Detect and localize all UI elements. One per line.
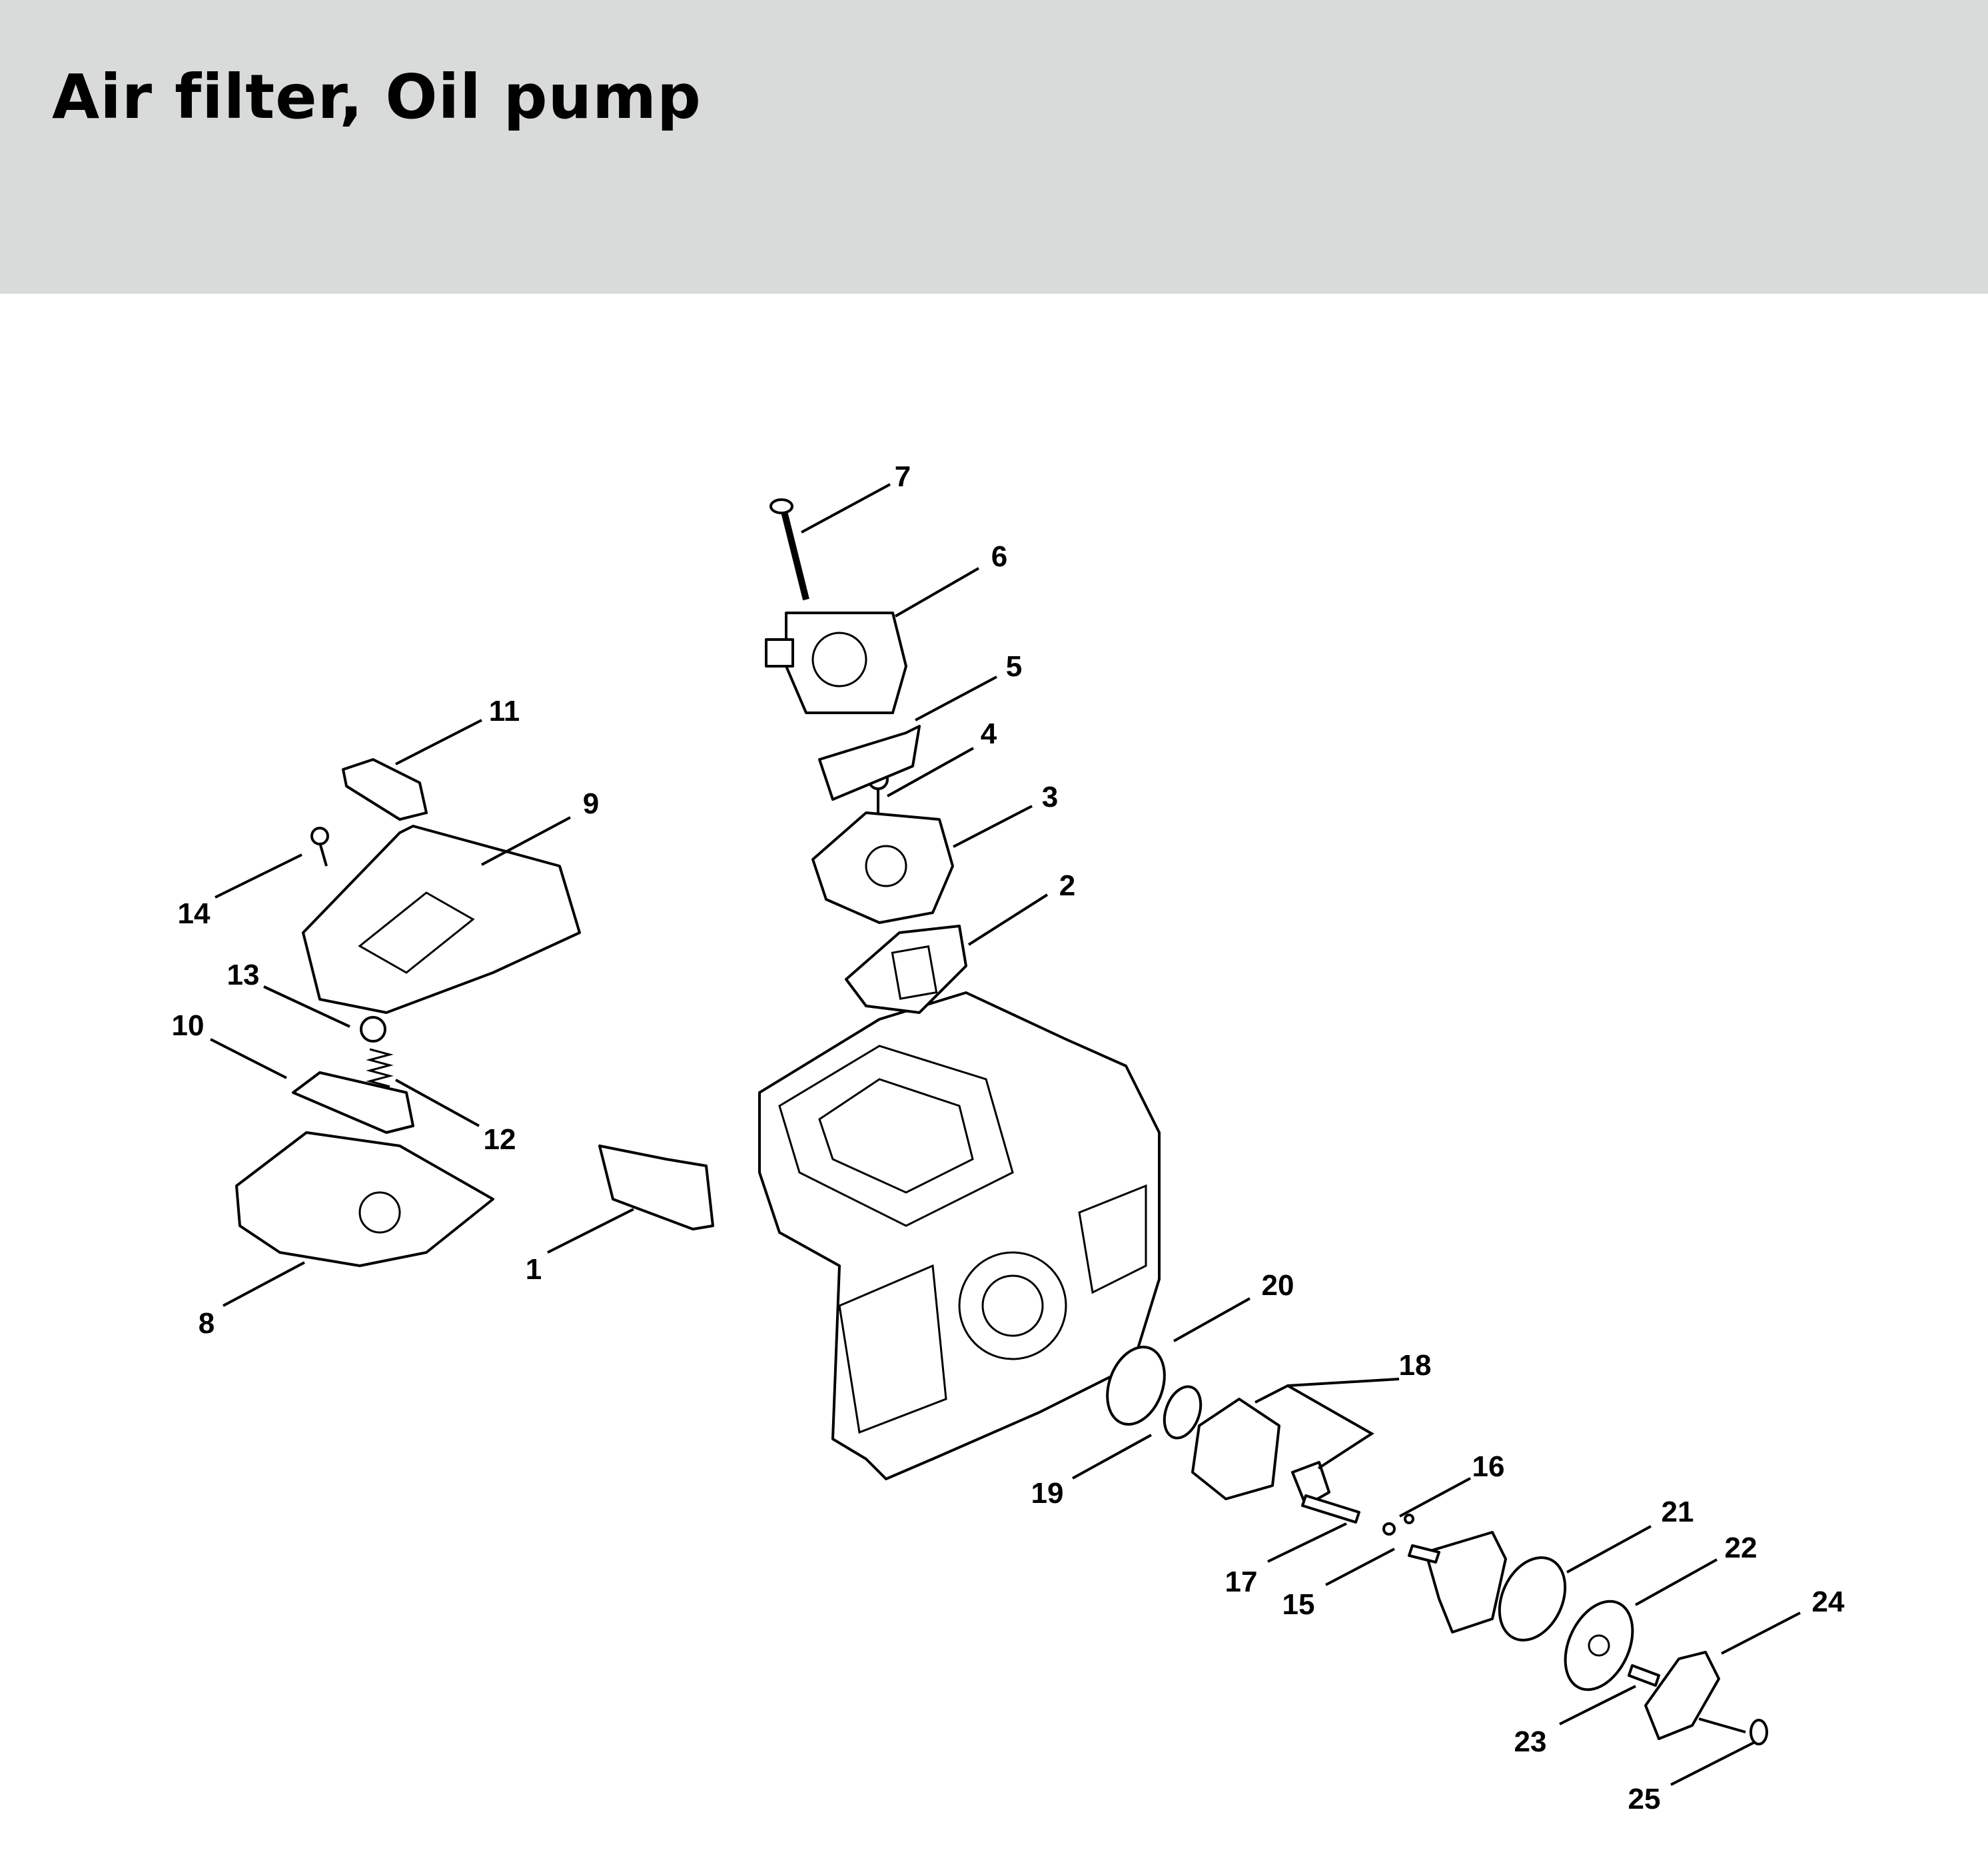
part-13-ball: [360, 1016, 386, 1043]
callout-25: 25: [1628, 1783, 1661, 1815]
leader-5: [915, 676, 997, 721]
part-21-pump-body: [1408, 1531, 1507, 1634]
leader-1: [547, 1208, 634, 1254]
part-9-filter-cover: [302, 825, 581, 1014]
leader-18: [1254, 1384, 1374, 1470]
part-16-ball: [1404, 1514, 1414, 1524]
leader-6: [895, 567, 979, 618]
part-23-diaphragm: [1564, 1600, 1634, 1691]
part-5-gasket: [818, 725, 921, 801]
leader-16: [1399, 1477, 1471, 1518]
callout-21: 21: [1662, 1496, 1694, 1528]
callout-3: 3: [1042, 781, 1058, 813]
part-12-spring: [366, 1048, 394, 1088]
callout-15: 15: [1282, 1588, 1315, 1621]
callout-12: 12: [484, 1123, 516, 1156]
leader-10: [210, 1038, 287, 1079]
leader-13: [263, 985, 350, 1028]
part-1-bracket: [598, 1145, 714, 1230]
part-18-pump-housing: [1191, 1398, 1330, 1507]
leader-9: [481, 816, 571, 866]
callout-10: 10: [172, 1009, 205, 1042]
part-6-carburetor: [765, 612, 907, 714]
leader-19: [1072, 1434, 1152, 1480]
header-banner: Air filter, Oil pump: [0, 0, 1988, 294]
leader-23: [1559, 1685, 1636, 1725]
part-11-knob: [342, 758, 428, 821]
leader-22: [1635, 1558, 1718, 1606]
leader-3: [953, 805, 1033, 848]
callout-4: 4: [981, 717, 997, 750]
part-14-screw: [310, 827, 329, 867]
leader-2: [967, 893, 1049, 946]
callout-19: 19: [1031, 1477, 1064, 1510]
leader-7: [801, 483, 891, 534]
leader-8: [223, 1261, 305, 1307]
leader-4: [887, 747, 974, 797]
callout-9: 9: [583, 787, 599, 820]
part-2-gasket: [845, 925, 967, 1014]
part-10-holder: [292, 1071, 414, 1134]
part-20-gasket: [1106, 1345, 1166, 1426]
page-title: Air filter, Oil pump: [52, 61, 702, 133]
part-24-cover: [1628, 1651, 1720, 1740]
callout-20: 20: [1262, 1269, 1294, 1302]
part-8-base-plate: [235, 1131, 494, 1267]
leader-21: [1566, 1525, 1652, 1574]
callout-22: 22: [1725, 1532, 1757, 1564]
part-22-gasket: [1498, 1556, 1567, 1641]
part-17-pin: [1301, 1494, 1360, 1524]
part-19-disc: [1163, 1385, 1203, 1440]
leader-15: [1325, 1548, 1395, 1586]
callout-16: 16: [1472, 1450, 1505, 1483]
callout-17: 17: [1225, 1566, 1258, 1598]
crankcase-housing: [758, 991, 1161, 1480]
callout-18: 18: [1399, 1349, 1432, 1382]
part-3-intake-flange: [811, 811, 954, 924]
callout-2: 2: [1059, 869, 1075, 902]
callout-11: 11: [489, 695, 520, 727]
leader-18b: [1287, 1378, 1400, 1387]
leader-25: [1670, 1741, 1755, 1786]
callout-8: 8: [199, 1307, 215, 1340]
part-7-screw: [769, 498, 809, 601]
leader-14: [215, 853, 302, 899]
callout-1: 1: [526, 1253, 542, 1286]
callout-labels: 1 2 3 4 5 6 7 8 9 10 11 12 13 14 15 16 1…: [172, 460, 1845, 1815]
part-25-screw: [1698, 1717, 1768, 1745]
callout-7: 7: [895, 460, 911, 493]
leader-12: [395, 1079, 480, 1127]
callout-14: 14: [178, 897, 211, 930]
part-15-washer: [1382, 1522, 1396, 1536]
callout-23: 23: [1514, 1725, 1547, 1758]
callout-6: 6: [991, 540, 1007, 573]
leader-11: [395, 719, 482, 765]
leader-17: [1267, 1522, 1347, 1563]
leader-20: [1173, 1297, 1250, 1342]
leader-lines: [210, 483, 1801, 1786]
callout-5: 5: [1006, 650, 1022, 683]
callout-24: 24: [1812, 1586, 1845, 1618]
leader-24: [1721, 1612, 1801, 1655]
callout-13: 13: [227, 959, 260, 991]
